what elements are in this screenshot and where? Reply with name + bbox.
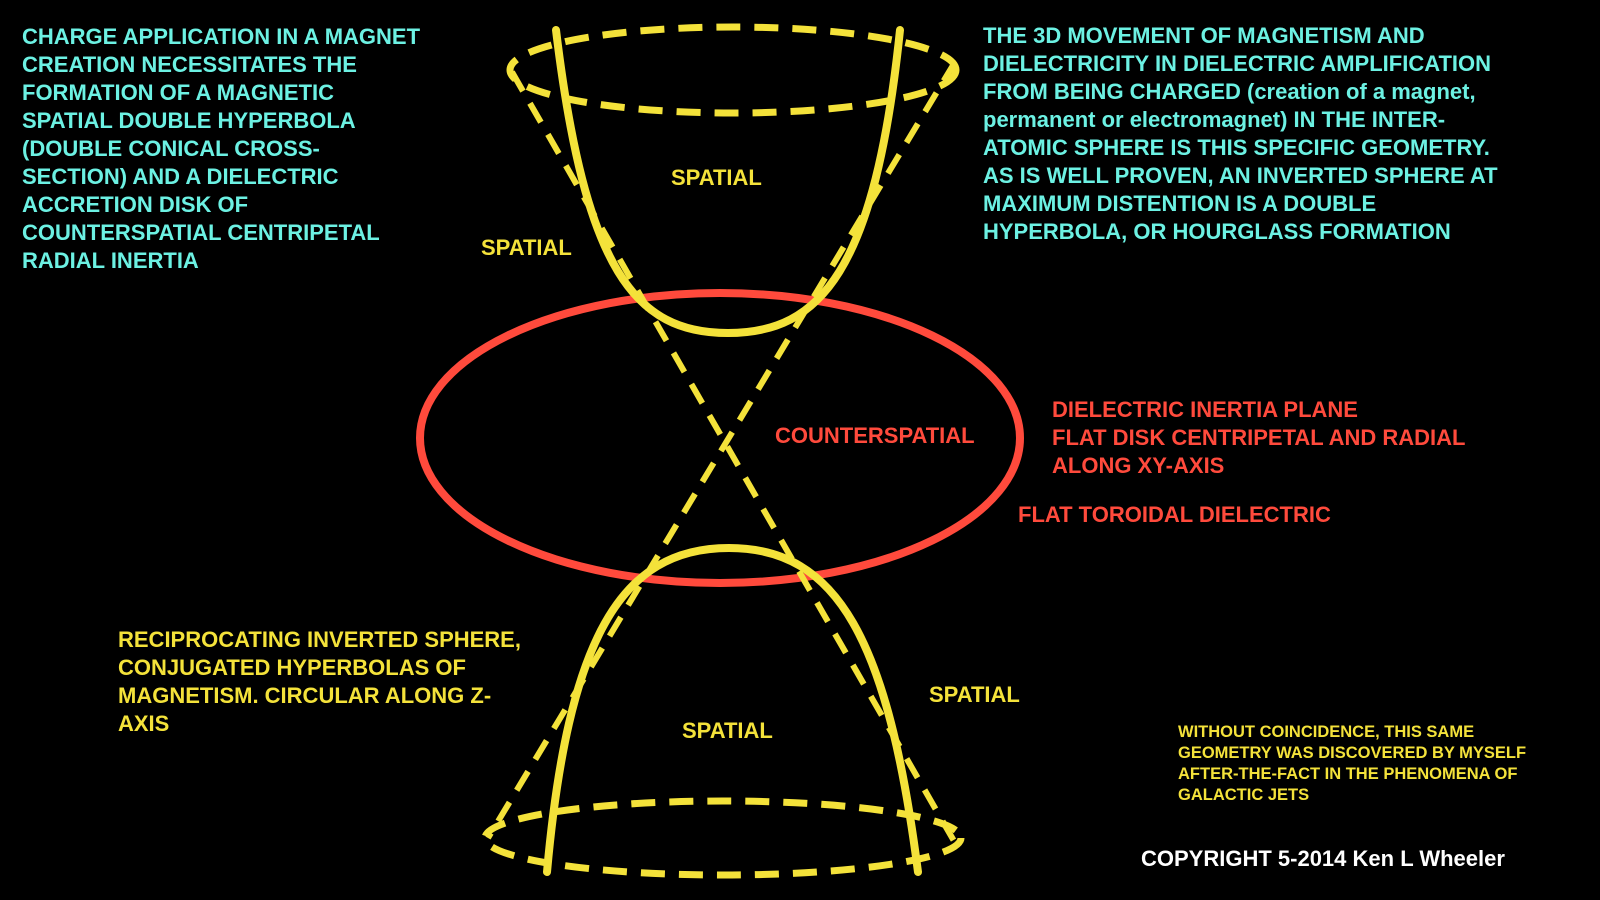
copyright-text: COPYRIGHT 5-2014 Ken L Wheeler xyxy=(1141,846,1505,871)
top-dashed-ellipse xyxy=(506,23,960,117)
top-right-description: THE 3D MOVEMENT OF MAGNETISM AND DIELECT… xyxy=(983,23,1498,244)
cone-line-right-down xyxy=(485,60,958,840)
dielectric-plane-label: DIELECTRIC INERTIA PLANE FLAT DISK CENTR… xyxy=(1052,397,1466,478)
spatial-label-bottom-right: SPATIAL xyxy=(929,682,1020,707)
spatial-label-top-left: SPATIAL xyxy=(481,235,572,260)
bottom-dashed-ellipse xyxy=(481,797,965,879)
dielectric-disk-ellipse xyxy=(416,289,1024,587)
spatial-label-bottom-inside: SPATIAL xyxy=(682,718,773,743)
bottom-left-description: RECIPROCATING INVERTED SPHERE, CONJUGATE… xyxy=(118,627,521,736)
solid-hyperbolas xyxy=(543,26,922,876)
galactic-jets-note: WITHOUT COINCIDENCE, THIS SAME GEOMETRY … xyxy=(1178,723,1527,804)
counterspatial-label: COUNTERSPATIAL xyxy=(775,423,975,448)
upper-hyperbola xyxy=(552,26,904,338)
flat-toroidal-label: FLAT TOROIDAL DIELECTRIC xyxy=(1018,502,1331,527)
lower-hyperbola xyxy=(543,543,922,876)
top-left-description: CHARGE APPLICATION IN A MAGNET CREATION … xyxy=(22,24,421,273)
spatial-label-top-inside: SPATIAL xyxy=(671,165,762,190)
